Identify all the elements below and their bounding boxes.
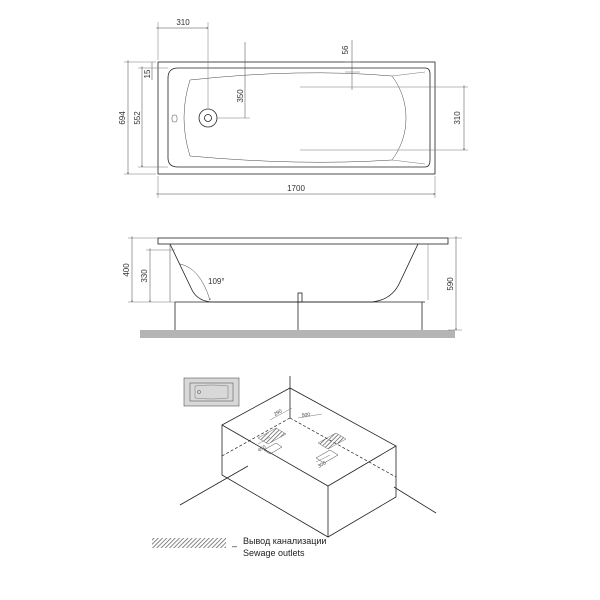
thumbnail-frame (183, 377, 240, 407)
bathtub-thumbnail (183, 377, 240, 407)
box-top-face (221, 387, 397, 487)
bathtub-basin (183, 72, 407, 163)
thumbnail-basin (194, 384, 229, 400)
floor-line-right (393, 486, 437, 514)
iso-dim-line (315, 454, 331, 463)
legend-label-en: Sewage outlets (243, 548, 305, 558)
legend: – Вывод канализации Sewage outlets (152, 536, 326, 558)
hidden-edge (221, 417, 291, 457)
thumbnail-drain (197, 390, 201, 394)
iso-label-290: 290 (273, 408, 283, 417)
iso-dim-line (269, 407, 293, 421)
bathtub-outer-rim (157, 61, 436, 175)
outlet-marker (315, 449, 339, 464)
iso-label-450: 450 (257, 444, 267, 453)
dim-330: 330 (140, 269, 149, 283)
iso-label-300: 300 (317, 460, 327, 469)
legend-label-ru: Вывод канализации (243, 536, 326, 546)
dim-694: 694 (118, 111, 127, 125)
top-view: 310 56 15 350 310 694 552 1700 (118, 18, 468, 198)
dim-590: 590 (446, 277, 455, 291)
iso-dim-line (257, 436, 271, 445)
bathtub-body-side (169, 243, 419, 303)
dim-56: 56 (341, 45, 350, 54)
thumbnail-tub (189, 382, 234, 402)
floor-line-left (179, 465, 249, 506)
overflow-icon (171, 114, 178, 123)
rim-line (391, 159, 426, 165)
drain-outer (198, 108, 218, 128)
floor (140, 330, 455, 338)
dim-552: 552 (133, 111, 142, 125)
dim-310-right: 310 (453, 111, 462, 125)
box-side-face (327, 446, 397, 538)
outlet-marker (263, 442, 283, 455)
legend-hatch-swatch (152, 538, 226, 548)
legend-dash: – (232, 541, 237, 551)
iso-dim-line (297, 413, 323, 419)
angle-109: 109° (208, 277, 225, 286)
sewage-outlet-right (317, 432, 347, 450)
iso-label-500: 500 (301, 412, 310, 419)
dim-15: 15 (143, 69, 152, 78)
side-view: 109° 400 330 590 (122, 238, 462, 338)
box-front-face (221, 425, 329, 538)
bathtub-inner-rim (167, 67, 431, 168)
hidden-edge (289, 417, 397, 478)
dim-1700: 1700 (287, 184, 305, 193)
dim-400: 400 (122, 263, 131, 277)
isometric-view: 290 500 450 300 (179, 376, 437, 538)
angle-arc (179, 263, 210, 300)
rim-line (391, 71, 426, 77)
drain-pipe (297, 292, 303, 303)
bathtub-rim-side (157, 237, 449, 245)
dim-310-top: 310 (176, 18, 190, 27)
drain-inner (204, 114, 212, 122)
dim-350: 350 (236, 89, 245, 103)
